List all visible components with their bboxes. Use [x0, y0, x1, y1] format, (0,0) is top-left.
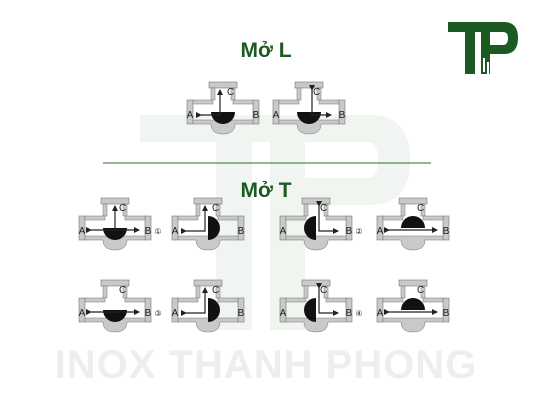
flow-arrow — [309, 85, 332, 118]
port-label-a: A — [273, 110, 280, 121]
port-label-b: B — [443, 226, 450, 237]
watermark-logo — [140, 115, 410, 330]
port-label-b: B — [145, 226, 152, 237]
flow-arrow — [181, 287, 208, 316]
valve-l1: A B C — [187, 81, 260, 135]
valve-t7: A B C ④ — [280, 279, 363, 333]
port-label-b: B — [346, 308, 353, 319]
valve-number: ④ — [355, 309, 362, 318]
port-label-a: A — [187, 110, 194, 121]
valve-l2: A B C — [273, 81, 346, 135]
valve-ball — [401, 216, 425, 228]
port-label-c: C — [320, 203, 327, 214]
port-label-c: C — [417, 285, 424, 296]
valve-t2: A B C — [172, 197, 245, 251]
port-label-a: A — [79, 226, 86, 237]
port-label-b: B — [443, 308, 450, 319]
valve-ball — [208, 216, 220, 240]
port-label-a: A — [172, 308, 179, 319]
port-label-b: B — [145, 308, 152, 319]
port-label-b: B — [238, 308, 245, 319]
flow-arrow — [196, 89, 223, 118]
valve-number: ① — [154, 227, 161, 236]
l-open-valves: A B C A B C — [187, 81, 346, 135]
valve-number: ② — [355, 227, 362, 236]
port-label-a: A — [280, 226, 287, 237]
valve-ball — [208, 298, 220, 322]
valve-body — [78, 279, 152, 333]
heading-l-open: Mở L — [240, 39, 291, 62]
valve-t6: A B C — [172, 279, 245, 333]
brand-logo — [448, 22, 518, 76]
valve-t1: A B C ① — [79, 197, 162, 251]
valve-ball — [304, 216, 316, 240]
port-label-c: C — [313, 87, 320, 98]
valve-number: ③ — [154, 309, 161, 318]
port-label-c: C — [212, 285, 219, 296]
port-label-a: A — [79, 308, 86, 319]
port-label-a: A — [377, 226, 384, 237]
flow-arrow — [181, 205, 208, 234]
port-label-c: C — [212, 203, 219, 214]
valve-ball — [304, 298, 316, 322]
port-label-b: B — [339, 110, 346, 121]
port-label-c: C — [320, 285, 327, 296]
valve-ball — [401, 298, 425, 310]
port-label-a: A — [172, 226, 179, 237]
watermark-text: INOX THANH PHONG — [55, 343, 478, 387]
port-label-b: B — [253, 110, 260, 121]
flow-arrow — [316, 283, 339, 316]
port-label-c: C — [227, 87, 234, 98]
valve-t8: A B C — [377, 279, 450, 333]
heading-t-open: Mở T — [240, 179, 291, 202]
valve-t4: A B C — [377, 197, 450, 251]
port-label-c: C — [119, 285, 126, 296]
flow-arrow — [86, 205, 140, 233]
valve-t3: A B C ② — [280, 197, 363, 251]
port-label-b: B — [346, 226, 353, 237]
port-label-b: B — [238, 226, 245, 237]
flow-arrow — [316, 201, 339, 234]
port-label-c: C — [119, 203, 126, 214]
port-label-a: A — [377, 308, 384, 319]
port-label-c: C — [417, 203, 424, 214]
t-open-valves: A B C ① A B C A B C ② A B C A B C ③ A B C A B C ④ A B C — [78, 197, 450, 333]
valve-t5: A B C ③ — [78, 279, 162, 333]
port-label-a: A — [280, 308, 287, 319]
